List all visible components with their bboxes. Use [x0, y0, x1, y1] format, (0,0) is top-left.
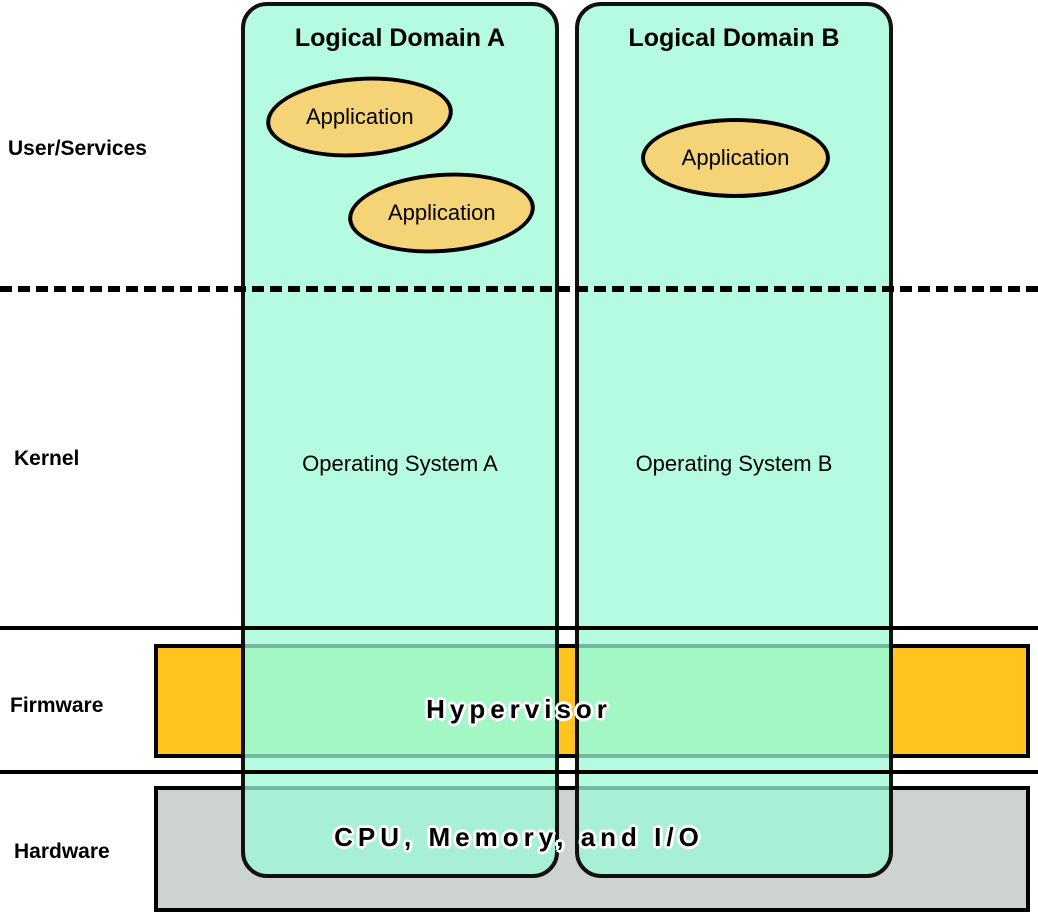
separator-firmware-hardware: [0, 770, 1038, 774]
application-ellipse-b1[interactable]: Application: [641, 118, 830, 198]
row-label-hardware: Hardware: [14, 840, 110, 863]
logical-domain-a-title: Logical Domain A: [294, 24, 506, 52]
logical-domain-b-title: Logical Domain B: [628, 24, 840, 52]
row-label-firmware: Firmware: [10, 694, 104, 717]
hypervisor-label: Hypervisor: [426, 694, 612, 724]
row-label-kernel: Kernel: [14, 447, 80, 470]
separator-user-kernel: [0, 286, 1038, 292]
application-ellipse-a2-label: Application: [387, 200, 496, 226]
application-ellipse-a1-label: Application: [305, 104, 414, 130]
row-label-user-services: User/Services: [8, 137, 147, 160]
operating-system-a-label: Operating System A: [302, 451, 498, 476]
separator-kernel-firmware: [0, 626, 1038, 630]
hardware-label: CPU, Memory, and I/O: [334, 822, 704, 852]
operating-system-b-label: Operating System B: [635, 451, 833, 476]
application-ellipse-b1-label: Application: [681, 145, 790, 170]
